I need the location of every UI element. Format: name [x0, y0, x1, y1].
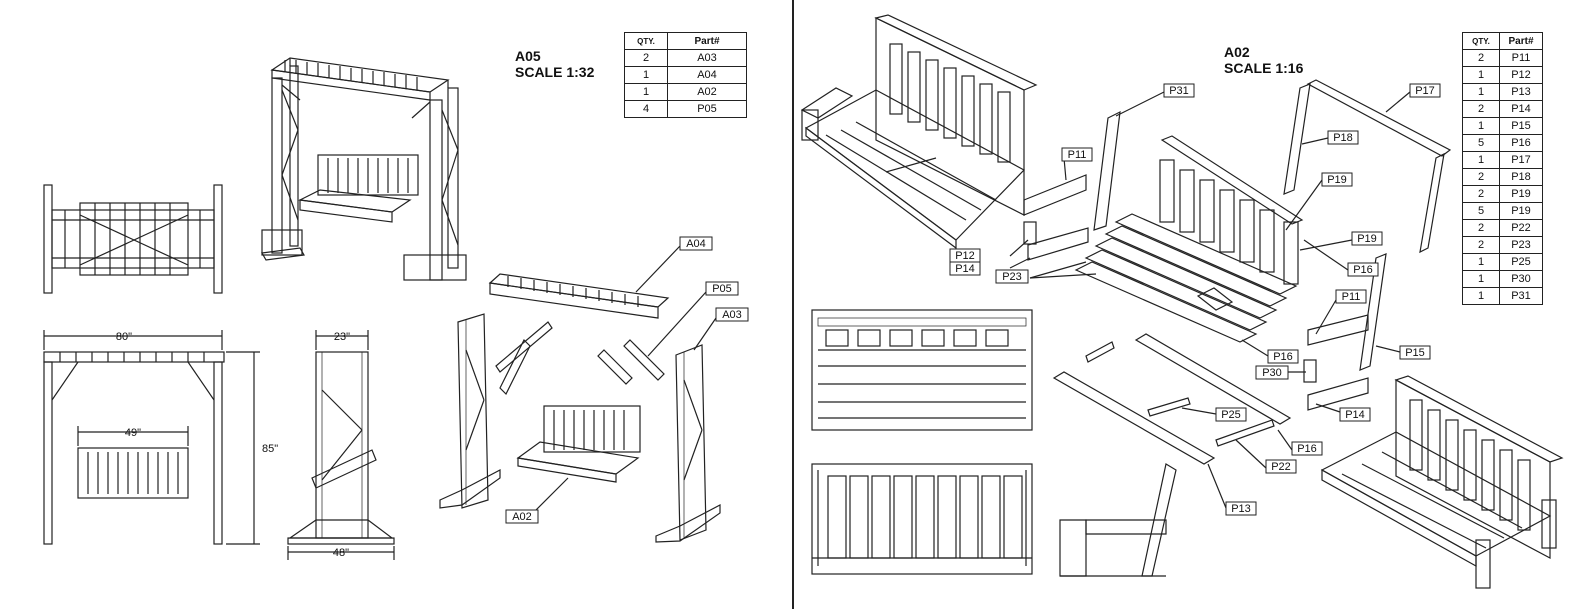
- callout-p19: P19: [1351, 231, 1383, 246]
- bom-part: P05: [667, 100, 747, 118]
- assembly-title: A02 SCALE 1:16: [1224, 44, 1303, 76]
- svg-text:P19: P19: [1357, 233, 1377, 245]
- assembly-title: A05 SCALE 1:32: [515, 48, 594, 80]
- bom-part: A04: [667, 66, 747, 84]
- callout-p11: P11: [1061, 147, 1093, 162]
- callout-a03: A03: [715, 307, 749, 322]
- exploded-view: [439, 245, 721, 543]
- svg-text:P22: P22: [1271, 461, 1291, 473]
- svg-text:P23: P23: [1002, 271, 1022, 283]
- callout-a02: A02: [505, 509, 539, 524]
- callout-p15: P15: [1399, 345, 1431, 360]
- svg-text:P25: P25: [1221, 409, 1241, 421]
- dim-base: 48": [333, 547, 349, 559]
- front-view-back: [811, 309, 1033, 431]
- callout-p31: P31: [1163, 83, 1195, 98]
- callout-p30: P30: [1255, 365, 1289, 380]
- callout-p22: P22: [1265, 459, 1297, 474]
- svg-text:A04: A04: [686, 238, 706, 250]
- svg-text:P16: P16: [1353, 264, 1373, 276]
- callout-p05: P05: [705, 281, 739, 296]
- callout-p16: P16: [1291, 441, 1323, 456]
- assembly-number: A02: [1224, 44, 1250, 60]
- callout-p13: P13: [1225, 501, 1257, 516]
- bom-part: P15: [1499, 117, 1543, 135]
- assembly-drawing-a05: 80" 49" 85" 23" 48" A04 P05 A03 A02: [43, 57, 749, 560]
- iso-swing-top-view: [800, 14, 1038, 250]
- sheet-divider: [792, 0, 794, 609]
- assembly-scale: SCALE 1:32: [515, 64, 595, 80]
- iso-swing-bottom-view: [1320, 375, 1564, 589]
- dim-seat-width: 49": [125, 427, 141, 439]
- svg-text:P05: P05: [712, 283, 732, 295]
- callout-p11: P11: [1335, 289, 1367, 304]
- callout-p12: P12: [949, 248, 981, 263]
- callout-p19: P19: [1321, 172, 1353, 187]
- bom-part: P25: [1499, 253, 1543, 271]
- side-view: [1059, 463, 1177, 577]
- dim-width: 80": [116, 331, 132, 343]
- bom-part: P13: [1499, 83, 1543, 101]
- dim-height: 85": [262, 443, 278, 455]
- svg-text:P30: P30: [1262, 367, 1282, 379]
- callout-p14: P14: [1339, 407, 1371, 422]
- svg-text:P11: P11: [1342, 291, 1361, 303]
- svg-text:P18: P18: [1333, 132, 1353, 144]
- callout-p23: P23: [995, 269, 1029, 284]
- top-view: [43, 184, 223, 294]
- svg-text:P11: P11: [1068, 149, 1087, 161]
- front-view-seat: [811, 463, 1033, 575]
- svg-text:P19: P19: [1327, 174, 1347, 186]
- svg-text:A02: A02: [512, 511, 532, 523]
- callout-p17: P17: [1409, 83, 1441, 98]
- svg-text:P12: P12: [955, 250, 975, 262]
- svg-text:P16: P16: [1297, 443, 1317, 455]
- svg-text:P14: P14: [955, 263, 975, 275]
- front-view: [43, 330, 260, 545]
- svg-text:P31: P31: [1169, 85, 1189, 97]
- svg-text:P15: P15: [1405, 347, 1425, 359]
- svg-text:P13: P13: [1231, 503, 1251, 515]
- iso-swing-frame-view: [261, 57, 467, 281]
- svg-text:P17: P17: [1415, 85, 1435, 97]
- callout-p16: P16: [1267, 349, 1299, 364]
- side-view: [287, 330, 395, 560]
- callout-p16: P16: [1347, 262, 1379, 277]
- callout-p25: P25: [1215, 407, 1247, 422]
- callout-p14: P14: [949, 261, 981, 276]
- assembly-scale: SCALE 1:16: [1224, 60, 1304, 76]
- callout-a04: A04: [679, 236, 713, 251]
- assembly-drawing-a02: P31 P17 P18 P11 P19 P19 P12 P14 P23 P16 …: [800, 14, 1564, 589]
- svg-text:P14: P14: [1345, 409, 1365, 421]
- callout-p18: P18: [1327, 130, 1359, 145]
- svg-text:P16: P16: [1273, 351, 1293, 363]
- bom-part: A03: [667, 49, 747, 67]
- bom-part: P19: [1499, 202, 1543, 220]
- bom-part: P31: [1499, 287, 1543, 305]
- exploded-parts-view: [1009, 79, 1452, 509]
- bom-part: P12: [1499, 66, 1543, 84]
- svg-text:A03: A03: [722, 309, 742, 321]
- assembly-number: A05: [515, 48, 541, 64]
- dim-depth: 23": [334, 331, 350, 343]
